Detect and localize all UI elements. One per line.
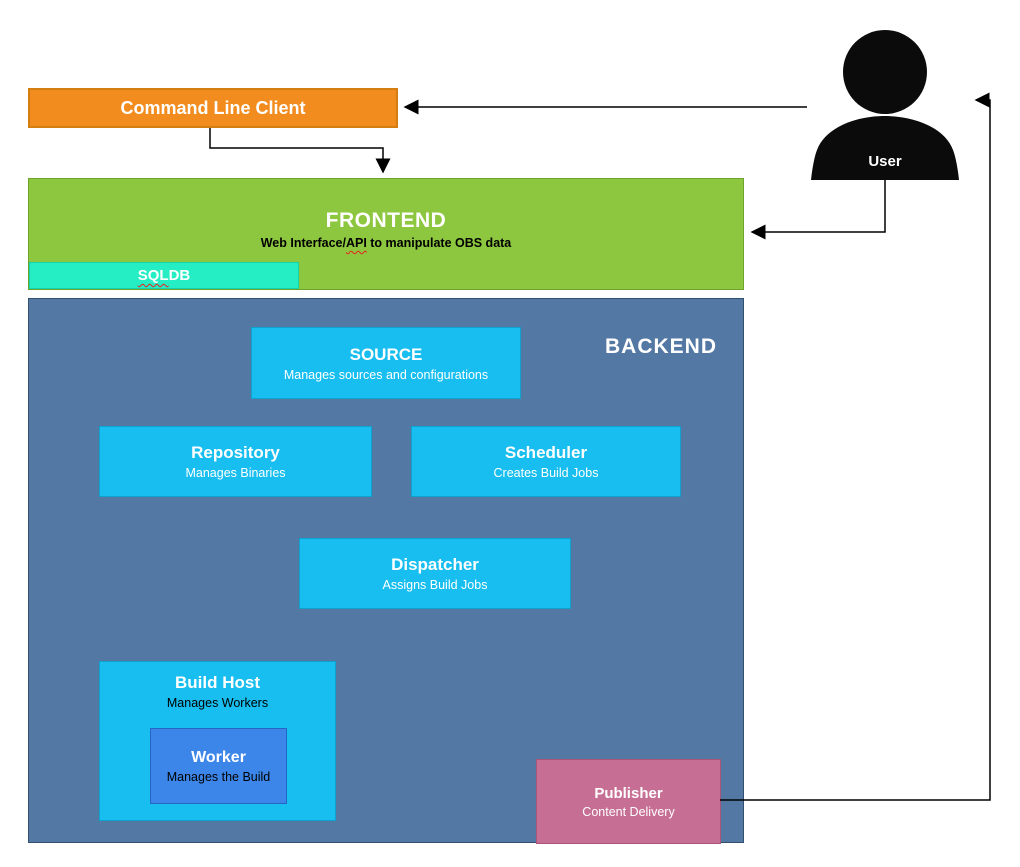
publisher-title: Publisher	[594, 784, 663, 802]
sql-db-label-db: DB	[168, 267, 191, 284]
dispatcher-node: Dispatcher Assigns Build Jobs	[299, 538, 571, 609]
frontend-node: FRONTEND Web Interface/API to manipulate…	[28, 178, 744, 290]
backend-title: BACKEND	[605, 335, 717, 358]
frontend-title: FRONTEND	[325, 209, 447, 232]
command-line-client-node: Command Line Client	[28, 88, 398, 128]
user-figure: User	[803, 28, 967, 180]
arrow-user-to-frontend	[750, 180, 886, 240]
scheduler-node: Scheduler Creates Build Jobs	[411, 426, 681, 497]
build-host-node: Build Host Manages Workers Worker Manage…	[99, 661, 336, 821]
user-label: User	[868, 153, 902, 170]
arrow-cli-to-frontend	[209, 128, 391, 174]
publisher-node: Publisher Content Delivery	[536, 759, 721, 844]
command-line-client-label: Command Line Client	[120, 97, 306, 118]
sql-db-node: SQL DB	[29, 262, 299, 289]
source-title: SOURCE	[349, 344, 423, 364]
worker-title: Worker	[191, 748, 246, 766]
worker-node: Worker Manages the Build	[150, 728, 287, 804]
worker-subtitle: Manages the Build	[166, 769, 271, 784]
source-subtitle: Manages sources and configurations	[283, 367, 489, 382]
scheduler-subtitle: Creates Build Jobs	[493, 466, 599, 480]
scheduler-title: Scheduler	[504, 443, 588, 462]
arrow-publisher-to-user	[720, 92, 991, 801]
frontend-subtitle: Web Interface/API to manipulate OBS data	[29, 236, 743, 250]
frontend-subtitle-pre: Web Interface/	[260, 236, 346, 250]
repository-title: Repository	[191, 443, 280, 462]
build-host-title: Build Host	[175, 673, 260, 692]
publisher-subtitle: Content Delivery	[582, 804, 675, 819]
sql-db-label-sql: SQL	[137, 267, 169, 284]
build-host-subtitle: Manages Workers	[166, 696, 269, 710]
backend-container: BACKEND SOURCE Manages sources and confi…	[28, 298, 744, 844]
frontend-subtitle-post: to manipulate OBS data	[366, 236, 512, 250]
dispatcher-title: Dispatcher	[391, 555, 479, 574]
repository-node: Repository Manages Binaries	[99, 426, 372, 497]
source-node: SOURCE Manages sources and configuration…	[251, 327, 521, 399]
repository-subtitle: Manages Binaries	[185, 466, 286, 480]
frontend-subtitle-api: API	[345, 236, 367, 250]
dispatcher-subtitle: Assigns Build Jobs	[382, 578, 488, 592]
